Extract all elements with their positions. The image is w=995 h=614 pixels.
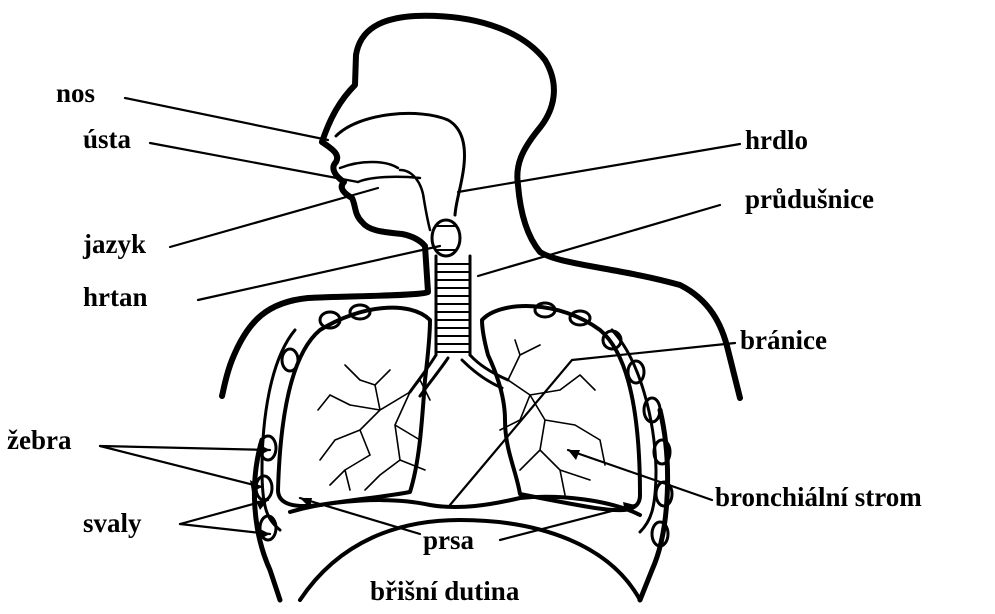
chest-wall-left bbox=[254, 440, 280, 600]
label-zebra: žebra bbox=[7, 427, 71, 454]
trachea bbox=[436, 256, 470, 355]
label-hrdlo: hrdlo bbox=[745, 127, 808, 154]
face-profile bbox=[222, 142, 428, 396]
label-hrtan: hrtan bbox=[83, 284, 148, 311]
label-prsa: prsa bbox=[423, 527, 474, 554]
leader-lines bbox=[100, 98, 740, 540]
label-prudusnice: průdušnice bbox=[745, 186, 874, 213]
left-lung bbox=[278, 308, 430, 506]
head-outline bbox=[322, 16, 740, 398]
label-svaly: svaly bbox=[83, 510, 142, 537]
trachea-rings bbox=[436, 264, 470, 352]
label-brisni-dutina: břišní dutina bbox=[370, 578, 519, 605]
label-nos: nos bbox=[56, 80, 95, 107]
label-bronchialni-strom: bronchiální strom bbox=[715, 484, 922, 511]
label-branice: bránice bbox=[740, 327, 827, 354]
right-bronchus bbox=[462, 355, 508, 388]
label-jazyk: jazyk bbox=[83, 231, 146, 258]
label-usta: ústa bbox=[83, 126, 131, 153]
